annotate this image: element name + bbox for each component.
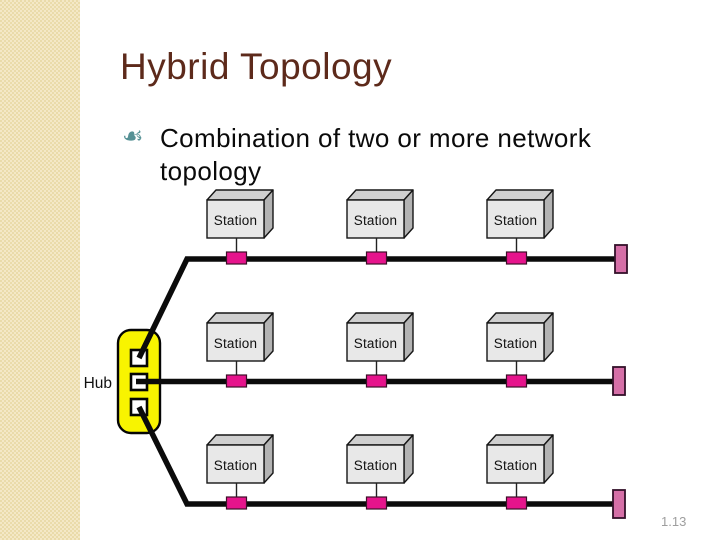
bus-tap-connector	[365, 251, 388, 265]
station-box-top-face	[346, 434, 414, 446]
bus-tap-connector	[225, 374, 248, 388]
station-label: Station	[494, 213, 537, 228]
station-box-front-face	[346, 322, 405, 362]
bullet-text-line-2: topology	[160, 156, 262, 186]
station-box-top-face	[346, 312, 414, 324]
page-number: 1.13	[661, 514, 687, 529]
station-node: Station	[346, 434, 414, 510]
station-box-top-face	[206, 312, 274, 324]
station-box-front-face	[346, 199, 405, 239]
bus-terminator-top	[614, 244, 628, 274]
station-label: Station	[494, 458, 537, 473]
bus-line-top	[136, 256, 616, 360]
station-node: Station	[486, 434, 554, 510]
station-box-top-face	[206, 434, 274, 446]
station-box-top-face	[346, 189, 414, 201]
station-box-front-face	[486, 322, 545, 362]
station-label: Station	[354, 213, 397, 228]
station-node: Station	[486, 189, 554, 265]
bus-tap-connector	[365, 496, 388, 510]
bullet-item: ☙ Combination of two or more network top…	[122, 122, 682, 188]
left-stripe	[0, 0, 80, 540]
bus-terminator-middle	[612, 366, 626, 396]
hub-label: Hub	[84, 375, 112, 392]
bus-tap-connector	[365, 374, 388, 388]
bus-tap-connector	[505, 496, 528, 510]
station-box-front-face	[346, 444, 405, 484]
station-box-front-face	[486, 199, 545, 239]
station-label: Station	[354, 336, 397, 351]
station-label: Station	[354, 458, 397, 473]
bullet-text-line-1: Combination of two or more network	[160, 123, 592, 153]
station-box-top-face	[486, 312, 554, 324]
station-box-front-face	[206, 322, 265, 362]
station-node: Station	[206, 434, 274, 510]
station-label: Station	[214, 336, 257, 351]
bus-tap-connector	[505, 374, 528, 388]
page-title: Hybrid Topology	[120, 46, 393, 87]
bullet-text: Combination of two or more network topol…	[160, 122, 591, 188]
bus-tap-connector	[225, 251, 248, 265]
bus-tap-connector	[225, 496, 248, 510]
station-box-top-face	[486, 189, 554, 201]
bus-terminator-bottom	[612, 489, 626, 519]
station-node: Station	[206, 189, 274, 265]
bullet-icon: ☙	[122, 122, 144, 150]
station-node: Station	[486, 312, 554, 388]
station-node: Station	[206, 312, 274, 388]
station-box-front-face	[206, 199, 265, 239]
bus-line-bottom	[136, 405, 614, 507]
station-box-front-face	[486, 444, 545, 484]
station-node: Station	[346, 312, 414, 388]
station-box-top-face	[486, 434, 554, 446]
station-label: Station	[214, 458, 257, 473]
station-node: Station	[346, 189, 414, 265]
station-box-top-face	[206, 189, 274, 201]
station-label: Station	[494, 336, 537, 351]
station-label: Station	[214, 213, 257, 228]
bus-tap-connector	[505, 251, 528, 265]
station-box-front-face	[206, 444, 265, 484]
